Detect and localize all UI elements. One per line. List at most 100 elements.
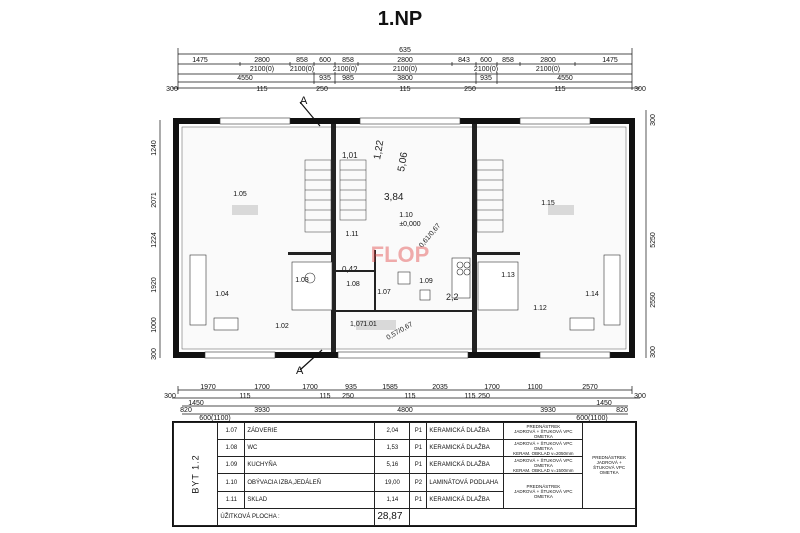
- dim-label: 3930: [540, 407, 556, 414]
- table-cell: WC: [244, 439, 376, 458]
- dim-label: 2100(0): [536, 66, 560, 73]
- windows: [204, 117, 611, 359]
- dim-label: 115: [239, 393, 250, 400]
- table-row: 1.09 KUCHYŇA 5,16 P1 KERAMICKÁ DLAŽBA JA…: [174, 456, 636, 475]
- dim-label: 600: [480, 57, 492, 64]
- section-mark-bottom: A: [296, 365, 304, 377]
- table-cell: SKLAD: [244, 490, 376, 509]
- side-dimension-lines: [159, 110, 647, 358]
- dim-label: 1475: [602, 57, 618, 64]
- fixtures: [189, 254, 621, 331]
- room-108: 1.08: [346, 281, 360, 288]
- dim-label: 3800: [397, 75, 413, 82]
- dim-label: 985: [342, 75, 354, 82]
- table-cell: P2: [409, 473, 428, 492]
- left-dimension-labels: 1240 2071 1224 1920 1000 300: [151, 140, 158, 360]
- dim-label: 4800: [397, 407, 413, 414]
- dim-label: 820: [180, 407, 192, 414]
- page-title: 1.NP: [377, 8, 423, 30]
- handwritten-note: 0,42: [342, 265, 358, 274]
- table-total-row: ÚŽITKOVÁ PLOCHA : 28,87: [174, 507, 636, 527]
- dim-label: 1000: [151, 317, 158, 333]
- room-113: 1.13: [501, 272, 515, 279]
- room-110: 1.10: [399, 212, 413, 219]
- dim-label: 115: [404, 393, 415, 400]
- table-cell: 1.11: [217, 490, 246, 509]
- dim-label: 5250: [650, 232, 657, 248]
- dim-label: 4550: [557, 75, 573, 82]
- top-dimension-labels: 635 1475 2800 858 600 858 2800 843 600 8…: [166, 47, 646, 93]
- dim-label: 2100(0): [393, 66, 417, 73]
- dim-label: 300: [650, 346, 657, 358]
- handwritten-note: 1,07: [350, 321, 364, 328]
- table-cell: P1: [409, 490, 428, 509]
- table-cell: KERAMICKÁ DLAŽBA: [426, 456, 505, 475]
- dim-label: 2100(0): [474, 66, 498, 73]
- dim-label: 1920: [151, 277, 158, 293]
- section-line: [299, 101, 323, 371]
- table-cell: 1.08: [217, 439, 246, 458]
- room-105: 1.05: [233, 191, 247, 198]
- table-cell: LAMINÁTOVÁ PODLAHA: [426, 473, 505, 492]
- dim-label: 600(1100): [576, 415, 607, 422]
- bottom-dimension-labels: 1970 1700 1700 935 1585 2035 1700 1100 2…: [164, 384, 646, 422]
- room-109: 1.09: [419, 278, 433, 285]
- dim-label: 300: [650, 114, 657, 126]
- dim-label: 1700: [302, 384, 318, 391]
- dim-label: 1450: [188, 400, 204, 407]
- dim-label: 2035: [432, 384, 448, 391]
- dim-label: 935: [319, 75, 331, 82]
- dim-label: 2800: [254, 57, 270, 64]
- table-cell: 1,14: [374, 490, 411, 509]
- top-dimension-lines: [172, 48, 640, 90]
- dim-label: 820: [616, 407, 628, 414]
- dim-label: 250: [464, 86, 476, 93]
- dim-label: 1450: [596, 400, 612, 407]
- table-cell: 1.10: [217, 473, 246, 492]
- room-102: 1.02: [275, 323, 289, 330]
- dim-label: 1585: [382, 384, 398, 391]
- dim-label: 1100: [527, 384, 542, 391]
- dim-label: 2800: [540, 57, 556, 64]
- room-103: 1.03: [295, 277, 309, 284]
- dim-label: 300: [151, 348, 158, 360]
- total-value: 28,87: [374, 507, 411, 527]
- room-101: 1.01: [363, 321, 377, 328]
- dim-label: 250: [478, 393, 490, 400]
- handwritten-note: 1,22: [372, 139, 386, 161]
- dim-label: 115: [464, 393, 475, 400]
- dim-label: 4550: [237, 75, 253, 82]
- table-cell: 1.07: [217, 421, 246, 441]
- room-schedule-table: BYT 1.2 1.07 ZÁDVERIE 2,04 P1 KERAMICKÁ …: [172, 421, 637, 527]
- dim-label: 300: [634, 393, 646, 400]
- dim-label: 2800: [397, 57, 413, 64]
- table-cell: KUCHYŇA: [244, 456, 376, 475]
- table-row: 1.10 OBÝVACIA IZBA,JEDÁLEŇ 19,00 P2 LAMI…: [174, 473, 636, 509]
- room-110-level: ±0,000: [399, 221, 420, 228]
- table-row: BYT 1.2 1.07 ZÁDVERIE 2,04 P1 KERAMICKÁ …: [172, 421, 636, 526]
- dim-label: 1240: [151, 140, 158, 156]
- dim-label: 2100(0): [250, 66, 274, 73]
- table-cell: KERAMICKÁ DLAŽBA: [426, 439, 505, 458]
- room-115: 1.15: [541, 200, 555, 207]
- dim-label: 1700: [254, 384, 270, 391]
- dim-label: 858: [296, 57, 308, 64]
- dim-label: 2071: [151, 192, 158, 208]
- table-cell: 2,04: [374, 421, 411, 441]
- room-104: 1.04: [215, 291, 229, 298]
- dim-label: 935: [345, 384, 357, 391]
- dim-label: 1700: [484, 384, 500, 391]
- dim-label: 858: [342, 57, 354, 64]
- dim-label: 2550: [650, 292, 657, 308]
- apartment-label: BYT 1.2: [172, 422, 219, 526]
- dim-label: 2100(0): [290, 66, 314, 73]
- handwritten-note: 1,01: [342, 151, 358, 160]
- table-cell: P1: [409, 456, 428, 475]
- dim-label: 2570: [582, 384, 598, 391]
- table-cell: KERAMICKÁ DLAŽBA: [426, 421, 505, 441]
- dim-label: 1475: [192, 57, 208, 64]
